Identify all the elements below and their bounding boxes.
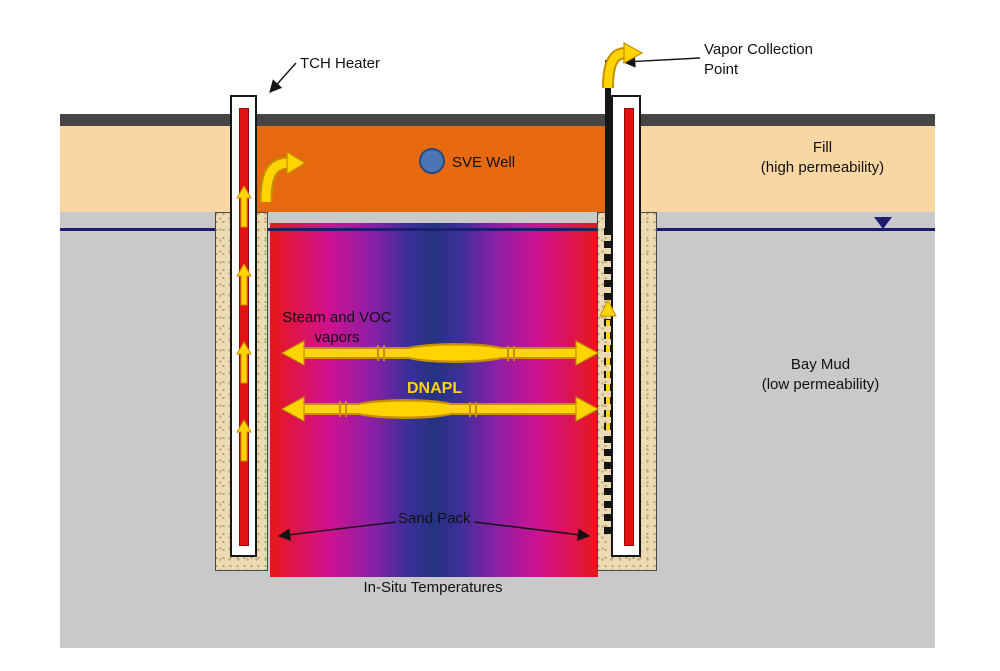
- vapor-collection-pointer-arrow: [622, 55, 701, 68]
- tch-heater-rod: [239, 108, 249, 546]
- sand-pack-label: Sand Pack: [398, 510, 471, 527]
- water-table-line: [60, 228, 935, 231]
- bay-mud-label-line1: Bay Mud: [790, 356, 851, 373]
- tch-heater-pointer-arrow: [269, 62, 297, 93]
- sve-well-label: SVE Well: [452, 154, 516, 171]
- insitu-temperatures-label: In-Situ Temperatures: [363, 579, 503, 596]
- ground-surface: [60, 114, 935, 126]
- vapor-collection-label: Vapor Collection Point: [704, 40, 813, 80]
- bay-mud-label-line2: (low permeability): [761, 376, 880, 393]
- sve-pipe-riser: [605, 60, 611, 228]
- sve-pipe-screen: [604, 228, 612, 540]
- steam-voc-label-line1: Steam and VOC: [282, 309, 392, 326]
- steam-voc-label: Steam and VOC vapors: [278, 308, 396, 348]
- fill-layer-label: Fill (high permeability): [740, 138, 905, 178]
- tch-heater-label: TCH Heater: [300, 55, 381, 72]
- dnapl-label: DNAPL: [407, 380, 463, 397]
- bay-mud-label: Bay Mud (low permeability): [738, 355, 903, 395]
- vapor-exit-arrow: [602, 41, 644, 89]
- steam-voc-label-line2: vapors: [314, 329, 360, 346]
- fill-layer-label-line1: Fill: [812, 139, 833, 156]
- fill-layer-label-line2: (high permeability): [760, 159, 885, 176]
- sve-well-marker-icon: [419, 148, 445, 174]
- vapor-collection-label-line1: Vapor Collection: [704, 41, 813, 58]
- vapor-collection-label-line2: Point: [704, 61, 739, 78]
- vapor-well-heater-rod: [624, 108, 634, 546]
